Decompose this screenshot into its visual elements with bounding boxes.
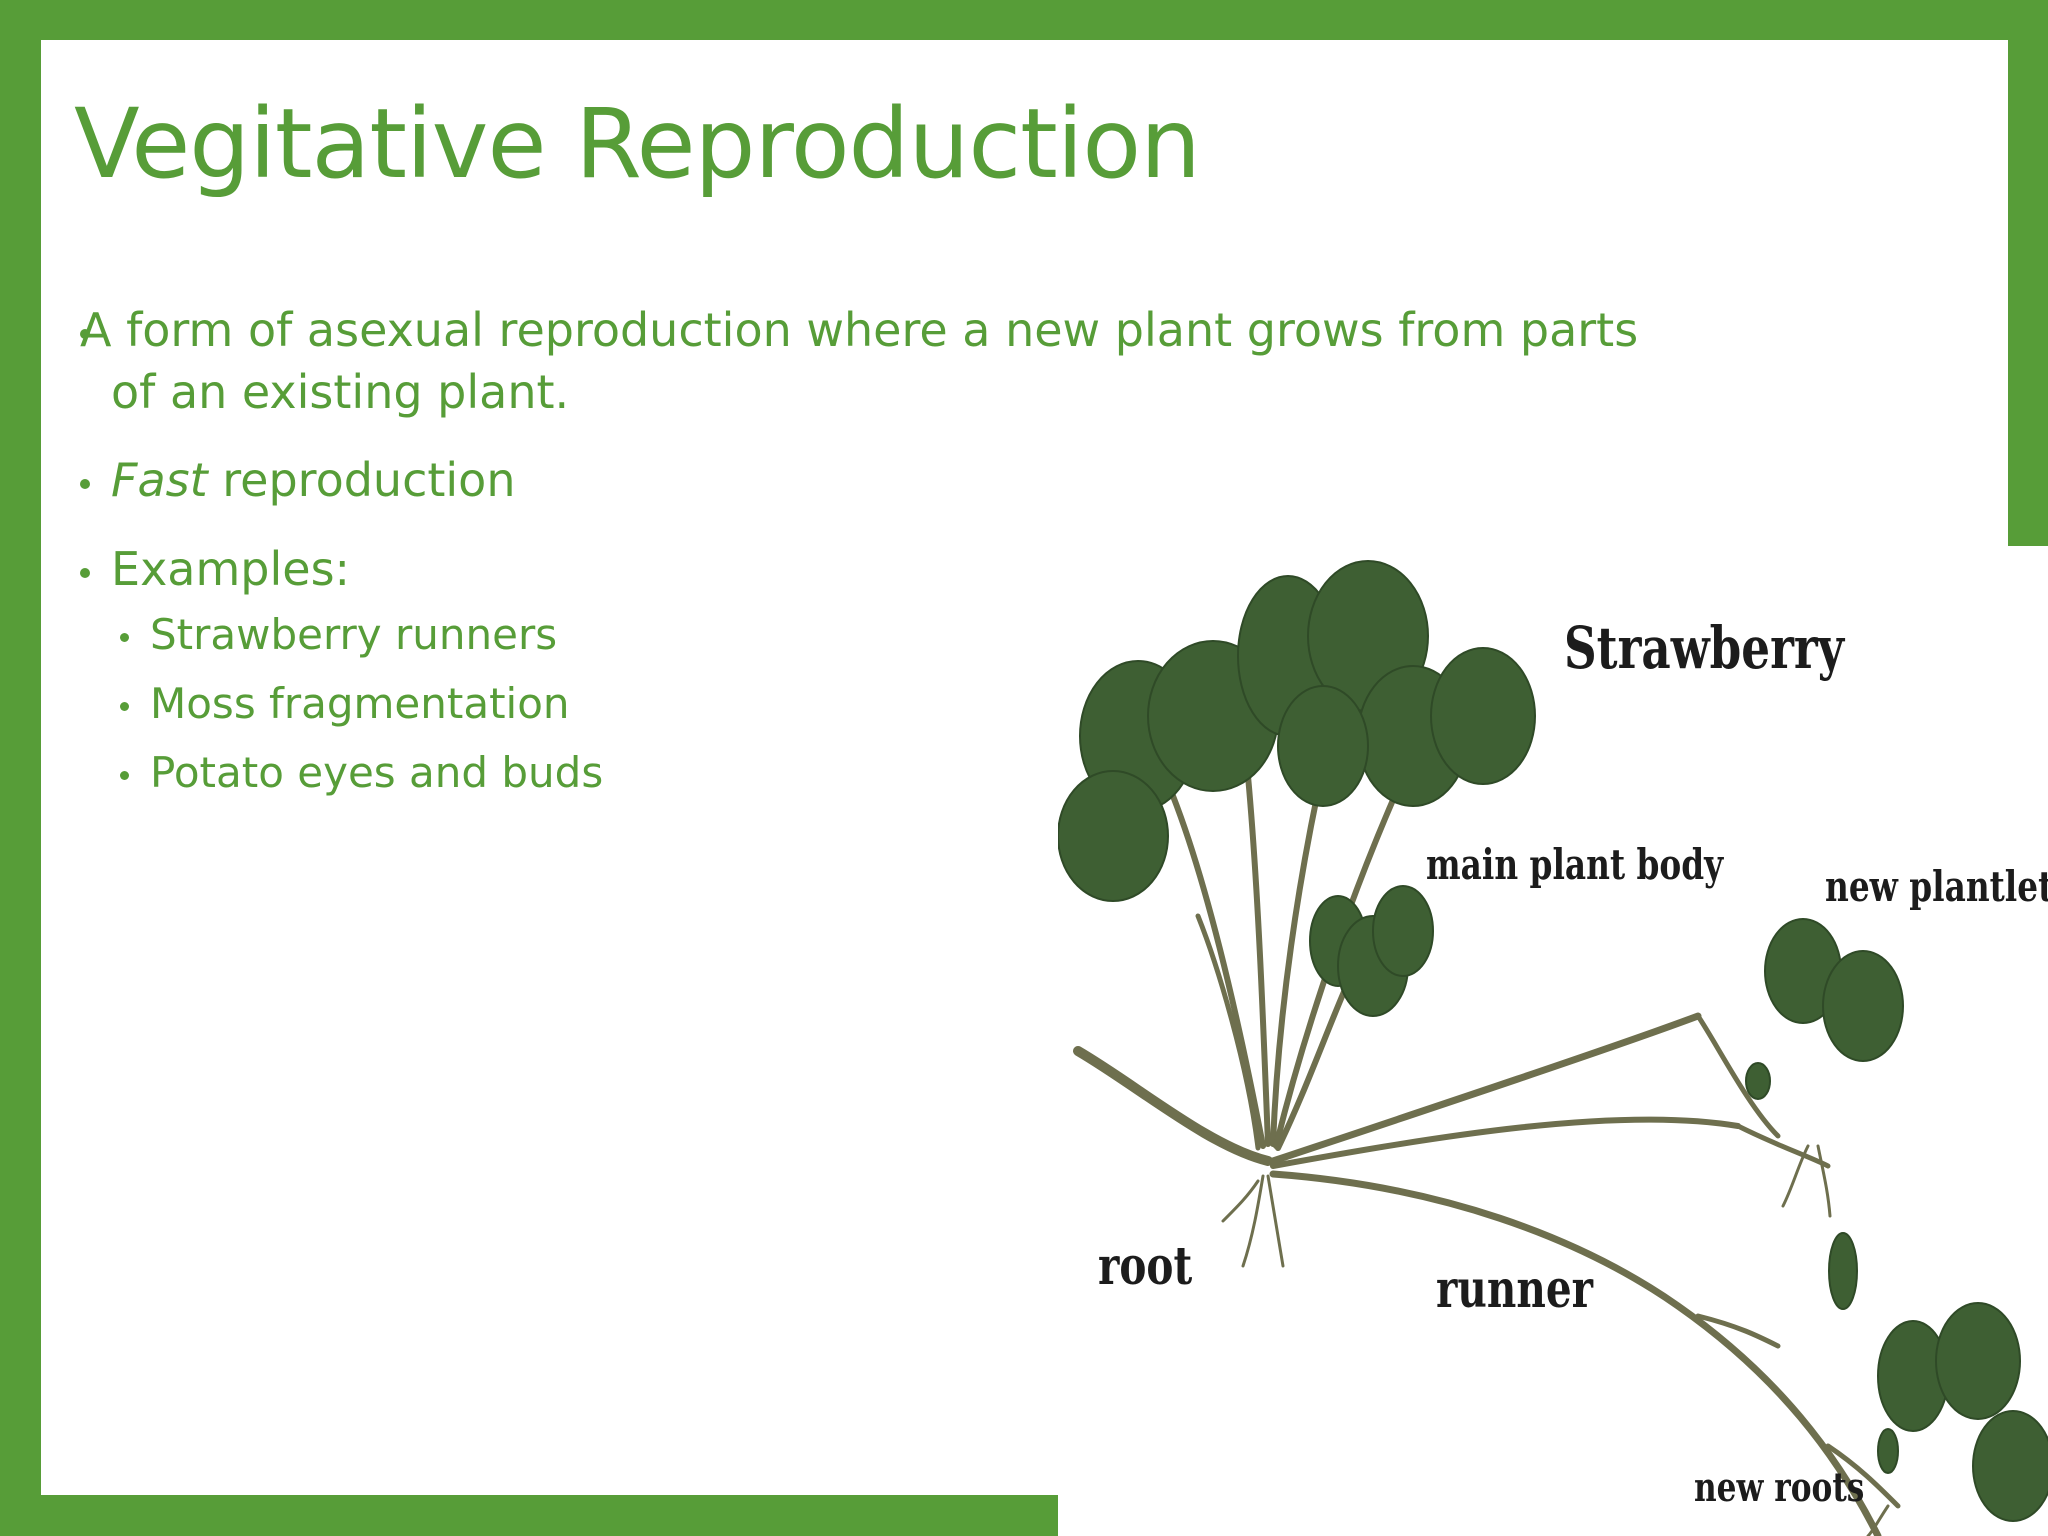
label-runner: runner — [1436, 1259, 1594, 1320]
bullet-1-line-2: of an existing plant. — [111, 365, 570, 419]
frame-left-border — [0, 0, 41, 1536]
sub-bullet-marker — [120, 702, 129, 711]
bullet-marker — [80, 479, 90, 489]
label-new-roots: new roots — [1694, 1464, 1865, 1511]
bullet-marker — [80, 568, 90, 578]
bullet-1-line-1: A form of asexual reproduction where a n… — [80, 303, 1639, 357]
example-item: Potato eyes and buds — [150, 748, 604, 797]
sub-bullet-marker — [120, 771, 129, 780]
figure-title: Strawberry — [1564, 614, 1845, 682]
bullet-2-text: reproduction — [207, 453, 516, 507]
bullet-2: Fast reproduction — [111, 449, 515, 511]
bullet-list: A form of asexual reproduction where a n… — [0, 0, 1700, 820]
strawberry-figure: Strawberry main plant body new plantlet … — [1058, 546, 2048, 1536]
slide-title: Vegitative Reproduction — [74, 88, 1201, 200]
sub-bullet-marker — [120, 633, 129, 642]
example-item: Moss fragmentation — [150, 679, 570, 728]
bullet-marker — [80, 329, 90, 339]
frame-top-border — [0, 0, 2048, 40]
label-new-plantlet: new plantlet — [1825, 862, 2048, 911]
bullet-2-emphasis: Fast — [111, 453, 208, 507]
example-item: Strawberry runners — [150, 610, 558, 659]
frame-right-border — [2008, 0, 2048, 546]
bullet-3: Examples: — [111, 542, 351, 596]
frame-bottom-border — [0, 1495, 1058, 1536]
strawberry-illustration — [1058, 560, 2048, 1536]
label-root: root — [1098, 1236, 1193, 1297]
label-main-plant-body: main plant body — [1426, 840, 1724, 889]
